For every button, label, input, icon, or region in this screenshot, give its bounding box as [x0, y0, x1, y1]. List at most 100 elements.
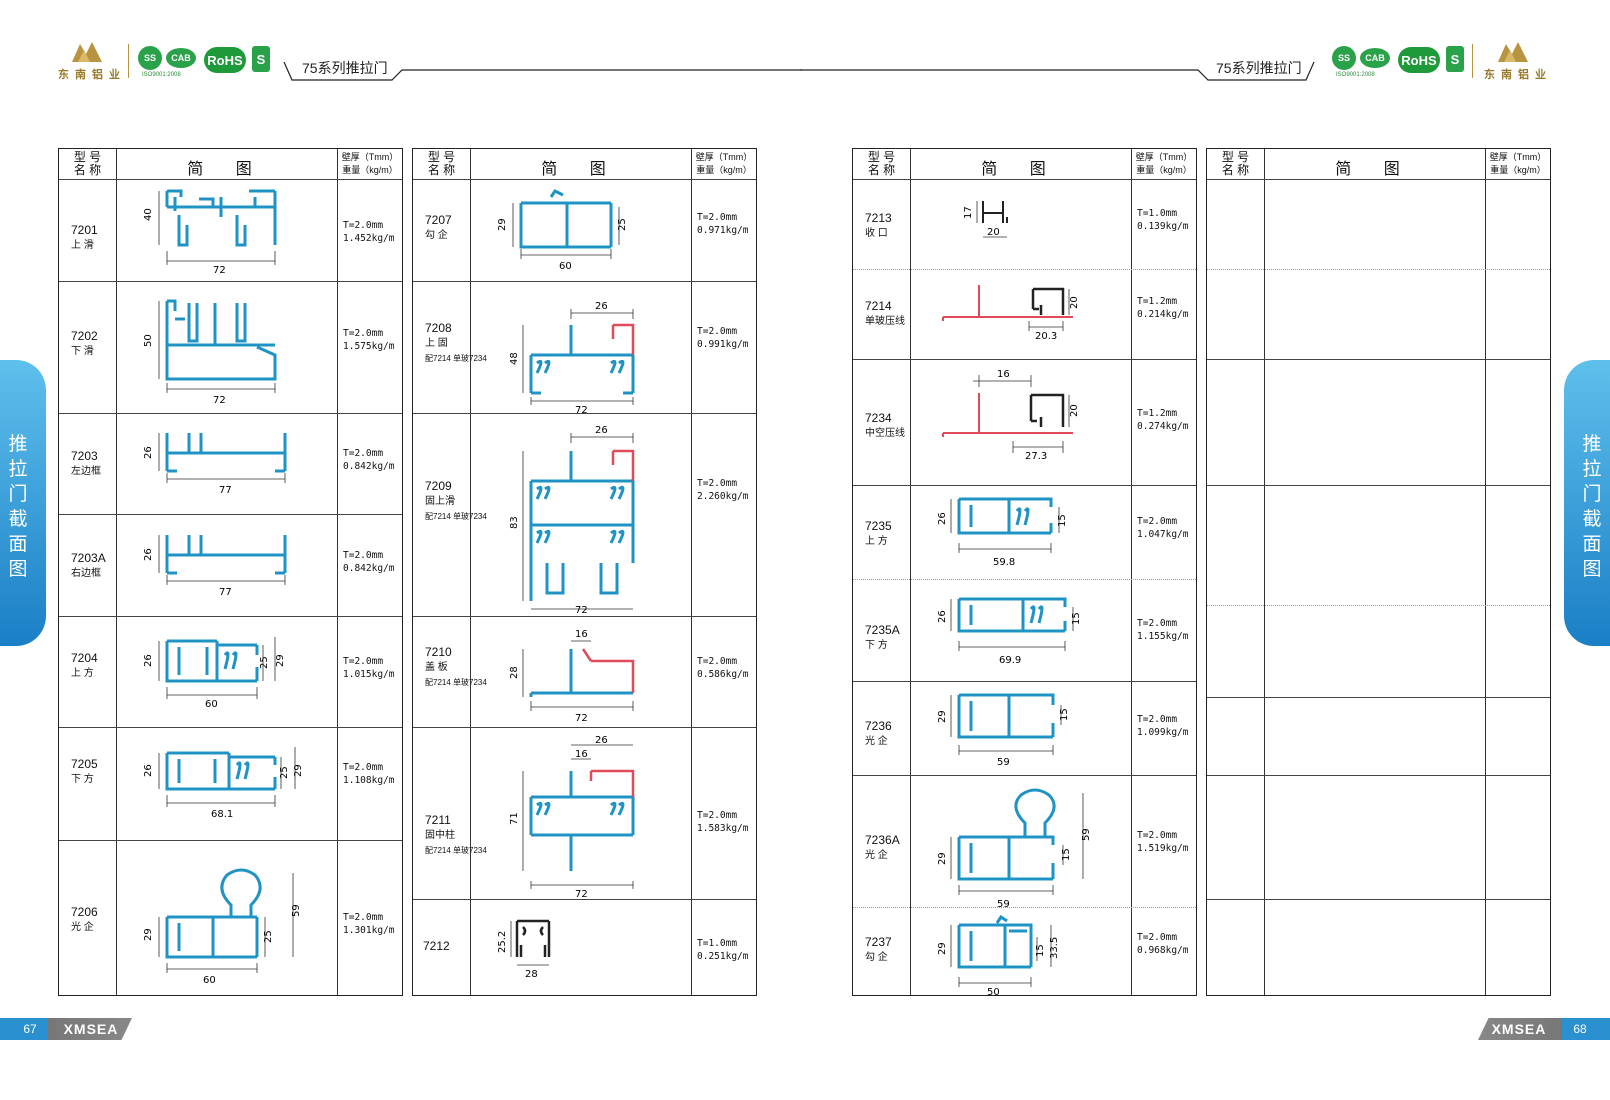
dim-label: 26 — [595, 735, 608, 746]
header-diagram: 简 图 — [541, 161, 620, 178]
header-rule-left — [283, 61, 802, 81]
brand-logo-icon — [1498, 42, 1528, 62]
header-right: 75系列推拉门 SS CAB ISO9001:2008 RoHS S 东南铝业 — [800, 40, 1610, 90]
footer-bar-left — [0, 1018, 132, 1040]
dim-label: 77 — [219, 587, 232, 598]
dim-label: 26 — [143, 548, 154, 561]
cert-ss-icon: SS — [1332, 46, 1356, 70]
profile-diagram-7236: 29 15 59 — [937, 693, 1070, 768]
dim-label: 48 — [509, 352, 520, 365]
dim-label: 15 — [1059, 708, 1070, 721]
dim-label: 29 — [293, 764, 304, 777]
cert-cab-icon: CAB — [1360, 48, 1390, 68]
dim-label: 26 — [595, 425, 608, 436]
dim-label: 50 — [987, 987, 1000, 995]
dim-label: 59 — [1081, 828, 1092, 841]
section-title-right: 75系列推拉门 — [1216, 60, 1302, 76]
dim-label: 15 — [1071, 612, 1082, 625]
dim-label: 28 — [525, 969, 538, 980]
dim-label: 29 — [143, 928, 154, 941]
profile-diagram-7205: 26 25 29 68.1 — [143, 747, 304, 820]
dim-label: 25 — [279, 766, 290, 779]
dim-label: 72 — [213, 395, 226, 406]
dim-label: 60 — [203, 975, 216, 986]
profile-diagram-7208: 26 48 72 — [509, 301, 635, 413]
profile-diagram-7209: 26 83 72 — [509, 425, 635, 613]
dim-label: 25 — [617, 218, 628, 231]
header-code: 型 号名 称 — [1221, 150, 1250, 177]
dim-label: 25 — [263, 930, 274, 943]
dim-label: 33.5 — [1049, 937, 1060, 959]
dim-label: 29 — [497, 218, 508, 231]
dim-label: 16 — [997, 369, 1010, 380]
header-spec: 壁厚（Tmm）重量（kg/m） — [1135, 152, 1193, 175]
cert-rohs-badge: RoHS — [204, 47, 246, 73]
dim-label: 72 — [575, 605, 588, 613]
header-divider — [128, 44, 129, 78]
header-diagram: 简 图 — [187, 161, 266, 178]
profile-diagram-7214: 20 20.3 — [942, 285, 1080, 342]
profile-code: 7212 — [423, 939, 450, 953]
profile-diagram-7237: 29 15 33.5 50 — [937, 914, 1060, 995]
dim-label: 20 — [1069, 404, 1080, 417]
profile-table-4: 型 号名 称 简 图 壁厚（Tmm）重量（kg/m） — [1206, 148, 1551, 996]
dim-label: 72 — [213, 265, 226, 276]
dim-label: 26 — [143, 764, 154, 777]
dim-label: 72 — [575, 405, 588, 413]
dim-label: 28 — [509, 666, 520, 679]
profile-diagram-7212: 25.2 28 — [497, 919, 551, 980]
dim-label: 26 — [937, 512, 948, 525]
dim-label: 72 — [575, 713, 588, 724]
dim-label: 29 — [275, 654, 286, 667]
dim-label: 20 — [987, 227, 1000, 238]
dim-label: 15 — [1061, 848, 1072, 861]
profile-diagram-7203a: 26 77 — [143, 535, 287, 598]
brand-logo-icon — [72, 42, 102, 62]
profile-diagram-7206: 29 25 59 60 — [143, 868, 302, 986]
dim-label: 68.1 — [211, 809, 233, 820]
header-rule-right — [800, 61, 1315, 81]
footer-brand-left: XMSEA — [63, 1021, 119, 1037]
dim-label: 72 — [575, 889, 588, 897]
profile-diagram-7213: 17 20 — [963, 201, 1008, 238]
footer-bar-right — [1478, 1018, 1610, 1040]
profile-diagram-7203: 26 77 — [143, 433, 287, 496]
footer-brand-right: XMSEA — [1491, 1021, 1547, 1037]
dim-label: 40 — [143, 208, 154, 221]
profile-diagram-7201: 40 72 — [143, 189, 277, 276]
header-divider — [1472, 44, 1473, 78]
dim-label: 60 — [205, 699, 218, 710]
dim-label: 26 — [143, 654, 154, 667]
